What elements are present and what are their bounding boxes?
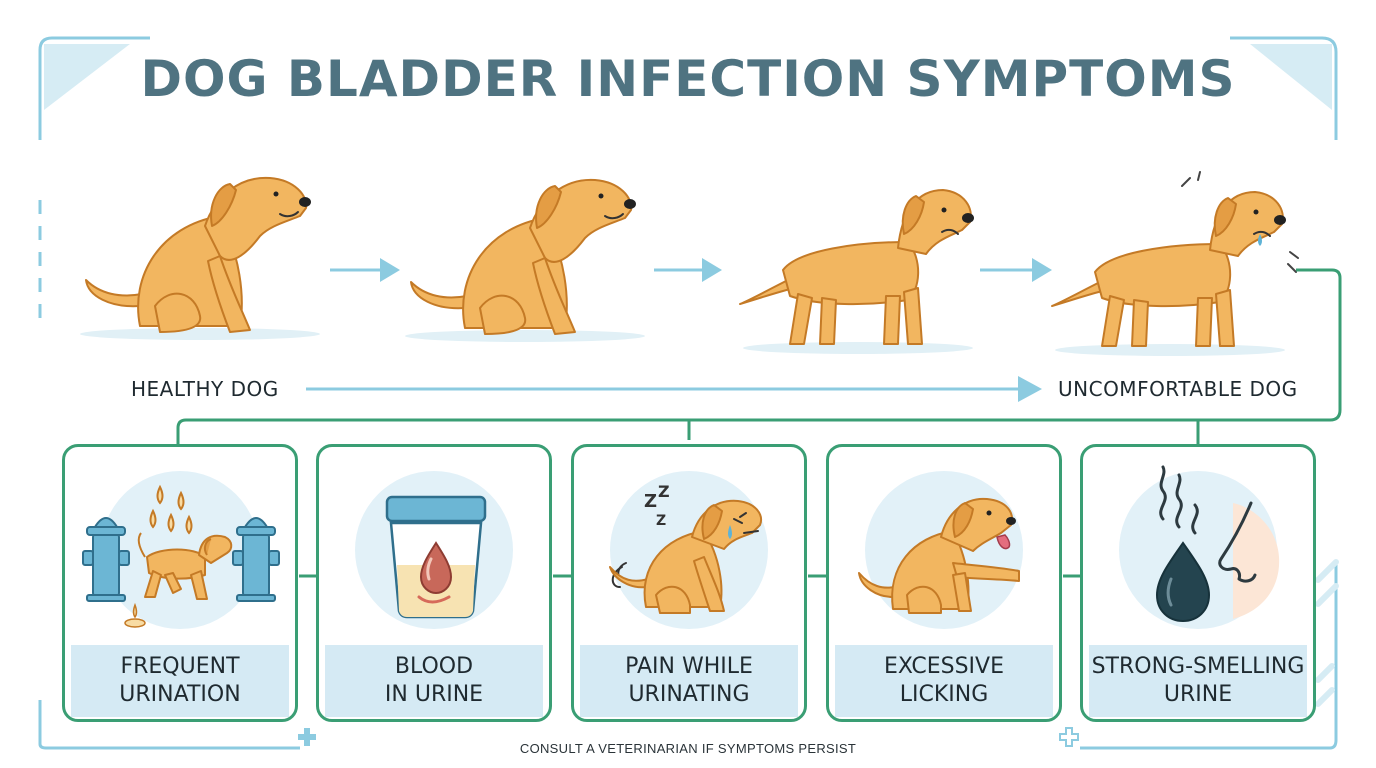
progression-arrows	[306, 258, 1052, 402]
urine-cup-blood-drop-icon	[385, 495, 487, 619]
symptom-label: EXCESSIVE LICKING	[835, 645, 1053, 717]
uncomfortable-dog-illustration	[1051, 171, 1299, 357]
smell-drop-nose-icon	[1155, 465, 1280, 623]
svg-text:Z: Z	[656, 513, 666, 529]
footer-note: CONSULT A VETERINARIAN IF SYMPTOMS PERSI…	[519, 741, 857, 756]
svg-text:Z: Z	[644, 491, 657, 512]
symptom-label-line1: BLOOD	[394, 654, 474, 679]
symptom-label-line2: LICKING	[899, 682, 989, 707]
decorative-frame	[38, 36, 1339, 750]
page-title: DOG BLADDER INFECTION SYMPTOMS	[140, 50, 1236, 108]
symptom-card-frequent-urination: FREQUENT URINATION	[62, 444, 298, 722]
alert-dog-illustration	[404, 178, 646, 343]
connector-lines	[176, 268, 1342, 578]
symptom-label-line1: STRONG-SMELLING	[1091, 654, 1305, 679]
symptom-card-excessive-licking: EXCESSIVE LICKING	[826, 444, 1062, 722]
licking-dog-icon	[858, 497, 1020, 614]
symptom-label-line1: FREQUENT	[120, 654, 240, 679]
symptom-card-blood-in-urine: BLOOD IN URINE	[316, 444, 552, 722]
symptom-label-line1: EXCESSIVE	[883, 654, 1004, 679]
symptom-label-line2: URINATION	[119, 682, 241, 707]
symptom-card-strong-smelling-urine: STRONG-SMELLING URINE	[1080, 444, 1316, 722]
symptom-label: FREQUENT URINATION	[71, 645, 289, 717]
uncomfortable-dog-label: UNCOMFORTABLE DOG	[1058, 377, 1298, 401]
worried-dog-illustration	[739, 189, 975, 355]
symptom-label-line2: URINE	[1163, 682, 1233, 707]
healthy-dog-label: HEALTHY DOG	[131, 377, 279, 401]
symptom-card-pain-while-urinating: Z Z Z PAIN WHILE URINATING	[571, 444, 807, 722]
fire-hydrant-dog-icon	[82, 484, 280, 628]
healthy-dog-illustration	[79, 176, 321, 341]
medical-cross-icon	[298, 728, 316, 746]
symptom-label-line2: URINATING	[628, 682, 750, 707]
symptom-label: STRONG-SMELLING URINE	[1089, 645, 1307, 717]
symptom-label-line1: PAIN WHILE	[625, 654, 753, 679]
symptom-label-line2: IN URINE	[384, 682, 484, 707]
medical-cross-icon	[1059, 727, 1079, 747]
svg-text:Z: Z	[658, 482, 670, 501]
symptom-label: PAIN WHILE URINATING	[580, 645, 798, 717]
straining-dog-icon: Z Z Z	[609, 482, 762, 614]
symptom-label: BLOOD IN URINE	[325, 645, 543, 717]
